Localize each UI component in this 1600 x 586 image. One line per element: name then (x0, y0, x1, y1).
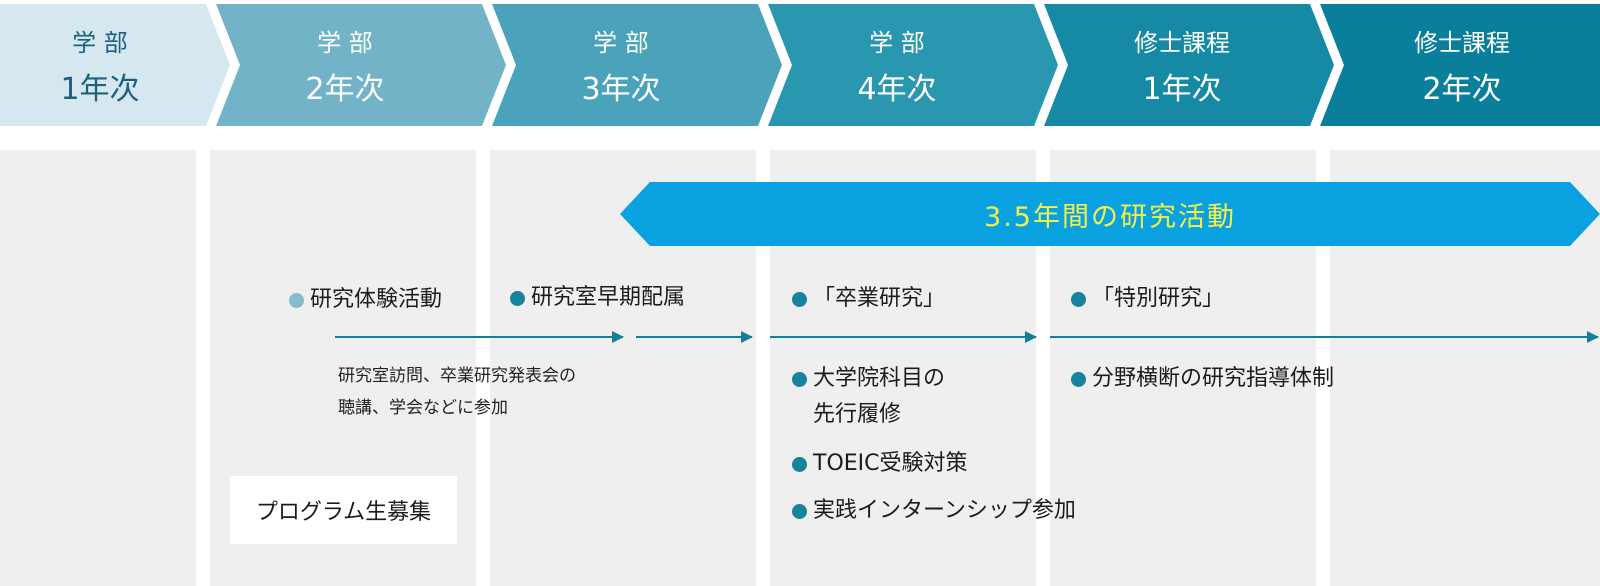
research-period-banner: 3.5年間の研究活動 (620, 182, 1600, 246)
stage-4-program: 学 部 (869, 29, 925, 57)
bullet-label: 「卒業研究」 (813, 286, 946, 311)
stage-3-chevron (492, 4, 782, 126)
stage-2-year: 2年次 (305, 72, 384, 107)
column-undergrad-year1 (0, 150, 196, 586)
banner-label: 3.5年間の研究活動 (984, 201, 1236, 233)
bullet-dot-icon (1071, 372, 1086, 387)
bullet-graduate-courses: 大学院科目の 先行履修 (792, 361, 945, 433)
program-recruitment-box: プログラム生募集 (230, 476, 457, 544)
stage-4-chevron (768, 4, 1058, 126)
bullet-label: TOEIC受験対策 (813, 451, 968, 476)
bullet-label: 実践インターンシップ参加 (813, 498, 1076, 523)
bullet-dot-icon (289, 293, 304, 308)
bullet-graduation-research: 「卒業研究」 (792, 281, 945, 317)
bullet-special-research: 「特別研究」 (1071, 281, 1224, 317)
bullet-label: 「特別研究」 (1092, 286, 1225, 311)
bullet-label: 大学院科目の 先行履修 (813, 366, 946, 427)
stage-2-program: 学 部 (317, 29, 373, 57)
bullet-dot-icon (792, 457, 807, 472)
stage-6-year: 2年次 (1422, 72, 1501, 107)
bullet-dot-icon (792, 504, 807, 519)
stage-5-year: 1年次 (1142, 72, 1221, 107)
year-stage-header: 学 部 1年次 学 部 2年次 学 部 3年次 学 部 4年次 修士課程 1年次… (0, 4, 1600, 126)
stage-5-program: 修士課程 (1134, 29, 1230, 57)
stage-5-chevron (1044, 4, 1334, 126)
stage-4-year: 4年次 (857, 72, 936, 107)
bullet-label: 研究体験活動 (310, 287, 443, 312)
research-experience-note: 研究室訪問、卒業研究発表会の 聴講、学会などに参加 (338, 366, 576, 418)
bullet-dot-icon (792, 372, 807, 387)
bullet-dot-icon (1071, 292, 1086, 307)
bullet-research-experience: 研究体験活動 (289, 282, 442, 318)
bullet-label: 分野横断の研究指導体制 (1092, 366, 1335, 391)
stage-3-program: 学 部 (593, 29, 649, 57)
stage-6-chevron (1320, 4, 1600, 126)
bullet-dot-icon (792, 292, 807, 307)
banner-double-arrow-shape (620, 182, 1600, 246)
bullet-cross-disciplinary: 分野横断の研究指導体制 (1071, 361, 1334, 397)
bullet-early-lab-assignment: 研究室早期配属 (510, 280, 685, 316)
stage-1-year: 1年次 (60, 72, 139, 107)
bullet-label: 研究室早期配属 (531, 285, 686, 310)
stage-1-chevron (0, 4, 230, 126)
bullet-toeic-prep: TOEIC受験対策 (792, 446, 968, 482)
stage-3-year: 3年次 (581, 72, 660, 107)
bullet-internship: 実践インターンシップ参加 (792, 493, 1076, 529)
stage-6-program: 修士課程 (1414, 29, 1510, 57)
stage-1-program: 学 部 (72, 29, 128, 57)
stage-2-chevron (216, 4, 506, 126)
bullet-dot-icon (510, 291, 525, 306)
